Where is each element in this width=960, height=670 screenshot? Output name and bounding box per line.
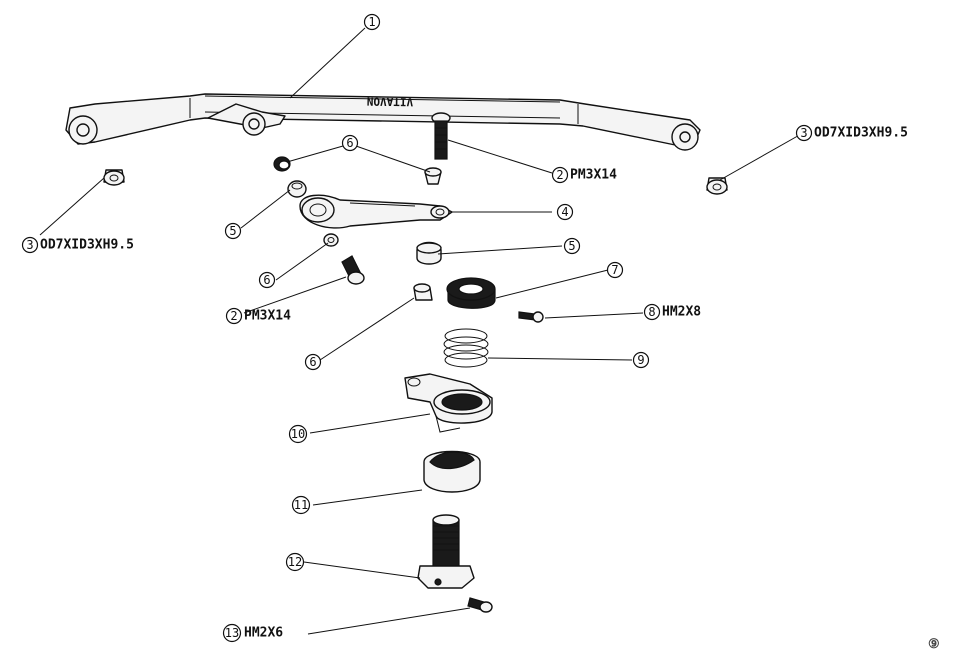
part-8-screw-hm2x8 (518, 311, 544, 323)
part-12-threaded-post (417, 514, 475, 589)
label-part-10: 10 (288, 424, 308, 444)
label-part-12: 12 (285, 552, 305, 572)
part-6-ballstud-a (273, 156, 291, 172)
svg-text:4: 4 (561, 205, 568, 219)
svg-text:2: 2 (230, 309, 237, 323)
part-2-screw-upper (431, 112, 451, 160)
leader-lines (39, 27, 804, 635)
svg-text:11: 11 (294, 498, 308, 512)
svg-text:5: 5 (568, 239, 575, 253)
label-part-6-top: 6 (341, 134, 359, 152)
svg-text:1: 1 (368, 15, 375, 29)
corner-marker: ⑨ (928, 637, 940, 652)
svg-text:10: 10 (291, 427, 305, 441)
part-6-ballstud-d (413, 283, 433, 301)
part-9-spring (443, 328, 489, 368)
label-part-5-left: 5 (224, 222, 242, 240)
part-5-ball-a (287, 180, 307, 198)
label-part-8: 8 HM2X8 (643, 303, 701, 321)
svg-text:3: 3 (800, 126, 807, 140)
svg-text:HM2X6: HM2X6 (244, 626, 283, 641)
label-part-13: 13 HM2X6 (222, 623, 283, 643)
label-part-4: 4 (556, 203, 574, 221)
part-4-steering-arm (299, 194, 453, 229)
label-part-5-right: 5 (563, 237, 581, 255)
label-part-7: 7 (606, 261, 624, 279)
part-2-screw-lower (341, 255, 365, 285)
svg-text:12: 12 (288, 555, 302, 569)
label-part-3-right: 3 OD7XID3XH9.5 (795, 124, 908, 142)
svg-text:5: 5 (229, 224, 236, 238)
svg-text:3: 3 (26, 238, 33, 252)
part-10-saver-cup (404, 373, 493, 433)
svg-text:2: 2 (556, 168, 563, 182)
svg-text:PM3X14: PM3X14 (244, 309, 291, 324)
svg-text:PM3X14: PM3X14 (570, 168, 617, 183)
brand-engraving: VITAVON (367, 95, 414, 109)
part-6-ballstud-b (424, 167, 442, 185)
part-5-ball-b (416, 241, 442, 265)
svg-text:OD7XID3XH9.5: OD7XID3XH9.5 (814, 126, 908, 141)
svg-text:6: 6 (346, 136, 353, 150)
part-3-bushing-right (706, 177, 728, 195)
label-part-6-low: 6 (304, 353, 322, 371)
part-7-locknut (446, 277, 496, 309)
svg-text:13: 13 (225, 626, 239, 640)
label-part-11: 11 (291, 495, 311, 515)
svg-text:HM2X8: HM2X8 (662, 305, 701, 320)
label-part-9: 9 (632, 351, 650, 369)
part-11-cam-cup (423, 450, 481, 493)
part-13-screw-hm2x6 (467, 597, 493, 613)
svg-text:6: 6 (263, 273, 270, 287)
part-3-bushing-left (103, 169, 125, 186)
svg-text:8: 8 (648, 305, 655, 319)
label-part-1: 1 (363, 13, 381, 31)
part-1-steering-link: VITAVON (65, 93, 701, 151)
label-part-6-mid: 6 (258, 271, 276, 289)
svg-text:7: 7 (611, 263, 618, 277)
svg-text:OD7XID3XH9.5: OD7XID3XH9.5 (40, 238, 134, 253)
svg-text:6: 6 (309, 355, 316, 369)
label-part-2-lower: 2 PM3X14 (225, 307, 291, 325)
label-part-2-upper: 2 PM3X14 (551, 166, 617, 184)
svg-text:9: 9 (637, 353, 644, 367)
label-part-3-left: 3 OD7XID3XH9.5 (21, 236, 134, 254)
